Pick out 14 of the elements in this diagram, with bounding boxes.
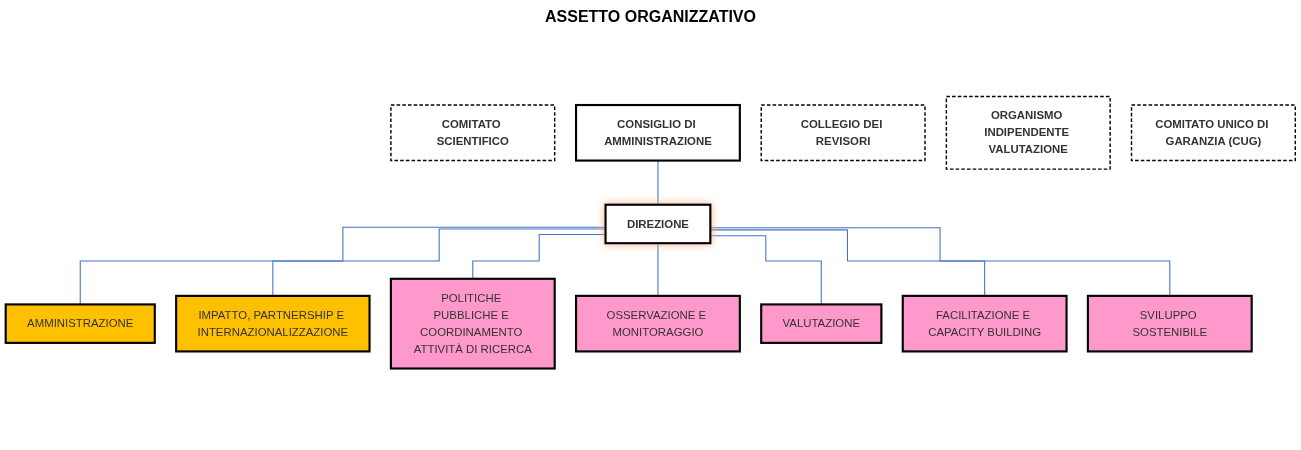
node-box: AMMINISTRAZIONE [4,303,156,344]
node-box: COMITATO SCIENTIFICO [390,104,556,162]
node-box: FACILITAZIONE E CAPACITY BUILDING [901,294,1068,353]
node-box: DIREZIONE [604,203,712,245]
node-box: SVILUPPO SOSTENIBILE [1086,294,1253,353]
node-box: IMPATTO, PARTNERSHIP E INTERNAZIONALIZZAZIONE [175,294,371,353]
node-box: VALUTAZIONE [760,303,883,344]
node-box: OSSERVAZIONE E MONITORAGGIO [574,294,741,353]
node-box: ORGANISMO INDIPENDENTE VALUTAZIONE [945,95,1111,170]
node-box: COMITATO UNICO DI GARANZIA (CUG) [1130,104,1296,162]
node-box: CONSIGLIO DI AMMINISTRAZIONE [574,103,741,162]
node-box: COLLEGIO DEI REVISORI [760,104,926,162]
node-box: POLITICHE PUBBLICHE E COORDINAMENTO ATTIVITÀ DI RICERCA [389,277,556,370]
diagram-title: ASSETTO ORGANIZZATIVO [544,8,757,26]
